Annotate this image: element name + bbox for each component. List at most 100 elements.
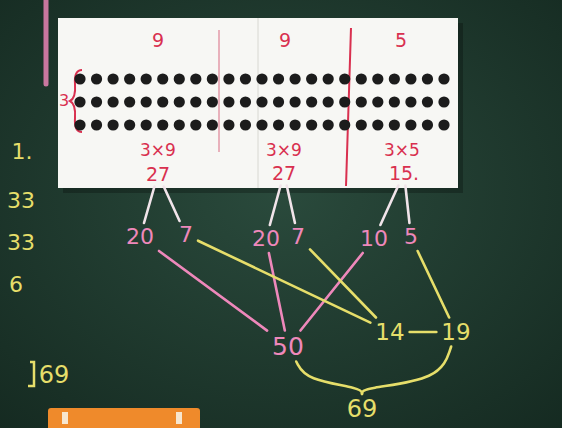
dot: [323, 96, 334, 107]
number-node: 19: [437, 319, 474, 346]
number-text: 14: [375, 321, 404, 344]
chalk-label: 9: [148, 29, 168, 52]
dot: [141, 96, 152, 107]
number-text: 27: [272, 164, 296, 183]
chalk-line: [44, 0, 49, 84]
dot: [289, 119, 300, 130]
dot: [273, 119, 284, 130]
number-node: 7: [175, 222, 197, 248]
chalk-connector: [198, 241, 370, 323]
number-node: 27: [268, 162, 300, 185]
number-text: 7: [291, 226, 305, 248]
dot: [273, 73, 284, 84]
dot: [405, 73, 416, 84]
chalk-connector: [159, 251, 267, 331]
dot: [422, 73, 433, 84]
dot: [190, 119, 201, 130]
chalk-label: 1.: [8, 139, 37, 165]
dot: [240, 96, 251, 107]
dot: [157, 119, 168, 130]
chalk-label: 3×9: [136, 140, 180, 161]
chalk-label: 33: [3, 230, 39, 256]
dot: [339, 96, 350, 107]
dot: [223, 119, 234, 130]
chalk-connector: [287, 186, 295, 224]
dot: [91, 119, 102, 130]
number-node: 27: [142, 163, 174, 186]
divider-line: [218, 30, 220, 152]
chalk-connector: [296, 362, 362, 395]
dot: [389, 96, 400, 107]
number-node: 10: [356, 226, 392, 252]
dot: [289, 96, 300, 107]
dot: [124, 119, 135, 130]
dot: [124, 73, 135, 84]
number-text: 10: [360, 228, 388, 250]
dot: [372, 96, 383, 107]
number-node: 5: [400, 224, 422, 250]
dot: [240, 73, 251, 84]
number-node: 7: [287, 224, 309, 250]
chalk-connector: [418, 251, 450, 318]
dot: [256, 119, 267, 130]
chalk-label: 3×9: [262, 140, 306, 161]
number-node: 50: [268, 332, 308, 361]
number-node: 14: [371, 319, 408, 346]
dot: [223, 96, 234, 107]
dot: [273, 96, 284, 107]
dot: [289, 73, 300, 84]
dot: [339, 73, 350, 84]
dot: [339, 119, 350, 130]
chalk-connector: [144, 187, 154, 224]
dot: [207, 96, 218, 107]
dot: [372, 73, 383, 84]
dot: [422, 119, 433, 130]
dot: [190, 96, 201, 107]
chalk-connector: [410, 331, 437, 334]
dot: [306, 119, 317, 130]
chalk-label: 3: [55, 91, 73, 111]
number-text: 5: [404, 226, 418, 248]
number-node: 20: [248, 226, 284, 252]
dot: [240, 119, 251, 130]
chalk-label: 9: [275, 29, 295, 52]
dot: [74, 73, 85, 84]
chalk-connector: [380, 186, 398, 226]
dot: [323, 119, 334, 130]
dot: [438, 73, 449, 84]
dot: [438, 96, 449, 107]
number-text: 7: [179, 224, 193, 246]
dot: [141, 119, 152, 130]
dot: [157, 96, 168, 107]
dot-array: [74, 73, 449, 130]
number-node: 20: [122, 224, 158, 250]
chalk-connector: [164, 187, 180, 222]
dot: [356, 96, 367, 107]
dot: [223, 73, 234, 84]
eraser-mark: [62, 412, 68, 424]
number-text: 50: [272, 334, 304, 359]
number-text: 15.: [389, 164, 419, 183]
dot: [422, 96, 433, 107]
dot: [174, 119, 185, 130]
chalk-bracket: [28, 362, 34, 386]
dot: [107, 119, 118, 130]
dot: [405, 96, 416, 107]
dot: [372, 119, 383, 130]
dot: [356, 119, 367, 130]
white-card: [58, 18, 458, 188]
chalk-connector: [300, 253, 362, 331]
number-node: 15.: [385, 162, 423, 185]
dot: [74, 96, 85, 107]
number-node: 69: [343, 395, 382, 423]
dot: [174, 96, 185, 107]
dot: [107, 73, 118, 84]
dot: [306, 73, 317, 84]
dot: [74, 119, 85, 130]
dot: [107, 96, 118, 107]
dot: [190, 73, 201, 84]
dot: [438, 119, 449, 130]
chalk-label: 6: [5, 272, 27, 298]
